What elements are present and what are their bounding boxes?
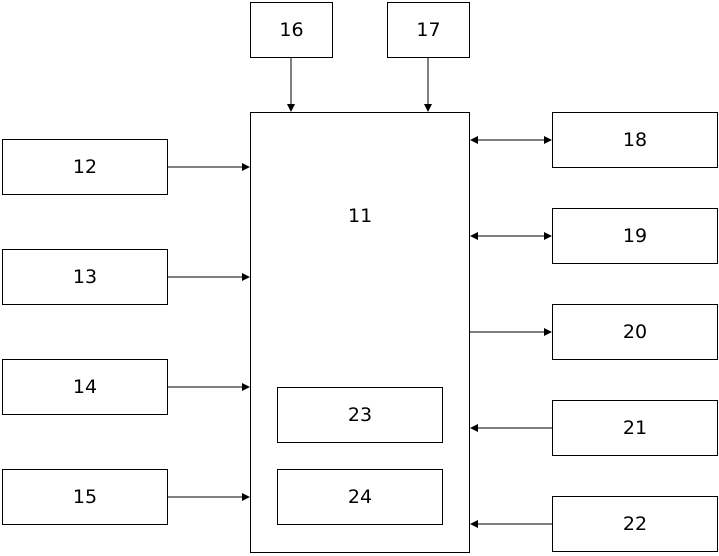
block-17: 17 <box>387 2 470 58</box>
block-22: 22 <box>552 496 718 552</box>
block-21: 21 <box>552 400 718 456</box>
inner-block-24: 24 <box>277 469 443 525</box>
block-12: 12 <box>2 139 168 195</box>
block-14: 14 <box>2 359 168 415</box>
inner-block-23: 23 <box>277 387 443 443</box>
main-block-11: 11 23 24 <box>250 112 470 553</box>
block-13: 13 <box>2 249 168 305</box>
block-15: 15 <box>2 469 168 525</box>
main-block-label: 11 <box>348 205 373 227</box>
block-19: 19 <box>552 208 718 264</box>
block-18: 18 <box>552 112 718 168</box>
block-20: 20 <box>552 304 718 360</box>
block-16: 16 <box>250 2 333 58</box>
